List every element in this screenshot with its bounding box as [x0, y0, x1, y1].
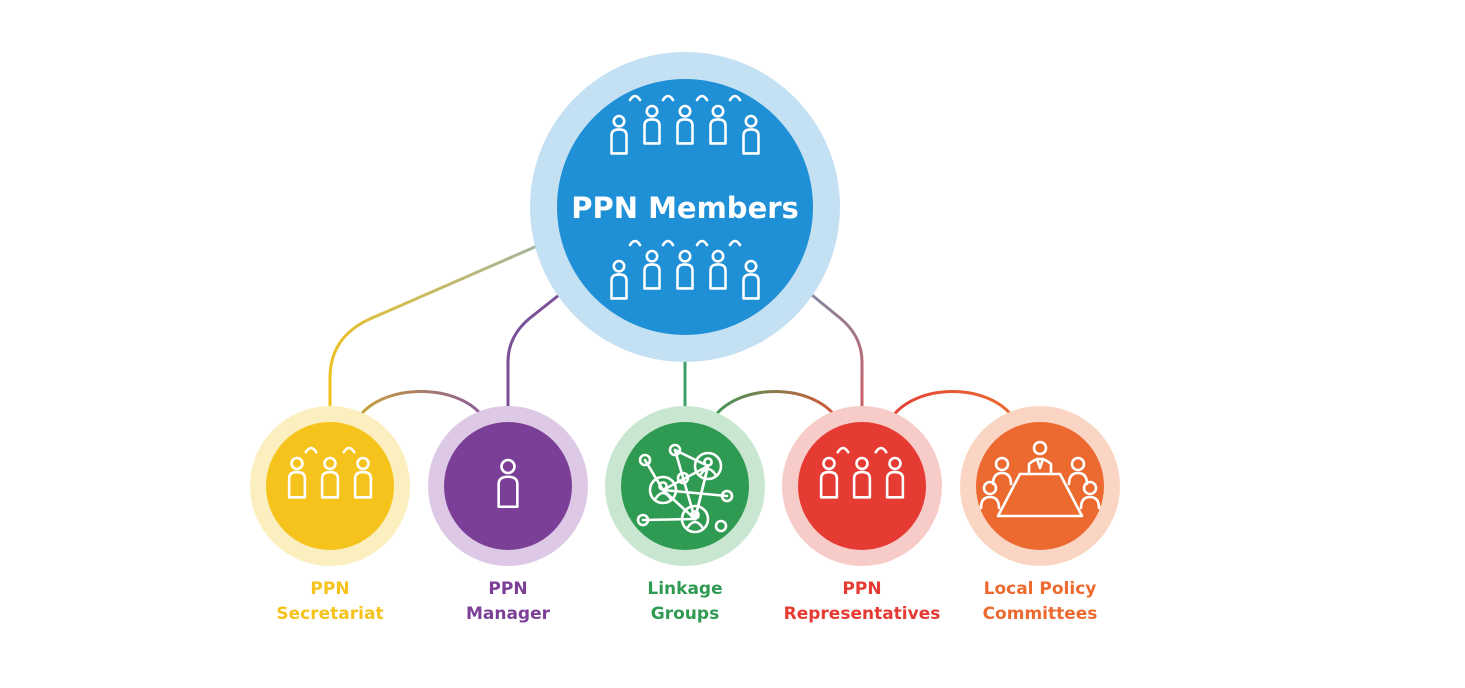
node-core — [444, 422, 572, 550]
node-linkage-groups: Linkage Groups — [605, 406, 765, 624]
node-label-line2: Manager — [466, 604, 551, 624]
connector-hub-representatives — [795, 280, 864, 420]
node-core — [798, 422, 926, 550]
node-label-line1: PPN — [310, 579, 349, 599]
node-label-line2: Representatives — [784, 604, 941, 624]
connector-secretariat-manager — [355, 390, 487, 421]
node-ppn-manager: PPN Manager — [428, 406, 588, 624]
node-core — [266, 422, 394, 550]
node-core — [976, 422, 1104, 550]
connector-hub-secretariat — [328, 234, 561, 432]
node-label-line2: Groups — [651, 604, 719, 624]
people-group-icon — [287, 446, 373, 499]
people-group-icon — [610, 239, 760, 300]
hub-title: PPN Members — [571, 191, 799, 225]
connector-representatives-committees — [888, 390, 1017, 421]
node-label-line1: Linkage — [647, 579, 722, 599]
node-ppn-secretariat: PPN Secretariat — [250, 406, 410, 624]
node-label-line2: Committees — [983, 604, 1098, 624]
connector-hub-manager — [506, 278, 579, 420]
people-group-icon — [610, 94, 760, 155]
node-label-line1: Local Policy — [984, 579, 1097, 599]
connector-linkage-representatives — [710, 390, 840, 421]
node-label-line1: PPN — [842, 579, 881, 599]
node-ppn-representatives: PPN Representatives — [782, 406, 942, 624]
meeting-table-icon — [979, 440, 1101, 518]
node-label-line1: PPN — [488, 579, 527, 599]
node-local-policy-committees: Local Policy Committees — [960, 406, 1120, 624]
person-icon — [497, 458, 519, 509]
people-group-icon — [819, 446, 905, 499]
network-icon — [636, 443, 734, 534]
node-label-line2: Secretariat — [276, 604, 383, 624]
hub-ppn-members: PPN Members — [530, 52, 840, 362]
